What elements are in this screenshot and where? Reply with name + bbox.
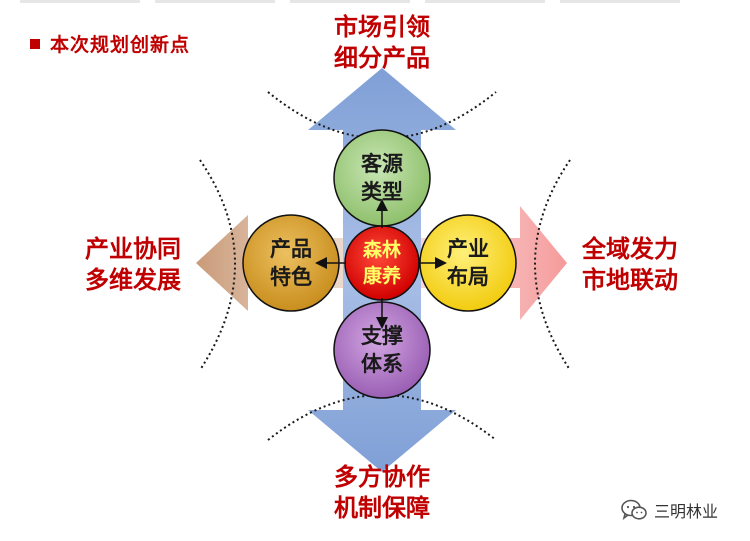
direction-top-label: 市场引领 细分产品	[334, 13, 430, 72]
arc-left	[199, 159, 236, 371]
node-bottom-text: 支撑 体系	[361, 324, 403, 376]
watermark: 三明林业	[620, 498, 718, 522]
watermark-text: 三明林业	[654, 502, 719, 521]
page-title: 本次规划创新点	[50, 34, 191, 56]
arc-right	[534, 159, 571, 371]
node-center-text: 森林 康养	[362, 239, 401, 287]
top-border	[0, 0, 750, 4]
node-right-text: 产业 布局	[447, 237, 489, 289]
arc-bottom	[267, 394, 497, 441]
square-bullet-icon	[30, 38, 40, 49]
direction-left-label: 产业协同 多维发展	[85, 235, 181, 294]
node-top-text: 客源 类型	[361, 152, 403, 204]
direction-bottom-label: 多方协作 机制保障	[334, 463, 430, 522]
wechat-icon	[621, 499, 647, 520]
direction-right-label: 全域发力 市地联动	[582, 235, 678, 294]
page-heading: 本次规划创新点	[30, 30, 190, 57]
node-left-text: 产品 特色	[270, 237, 312, 289]
